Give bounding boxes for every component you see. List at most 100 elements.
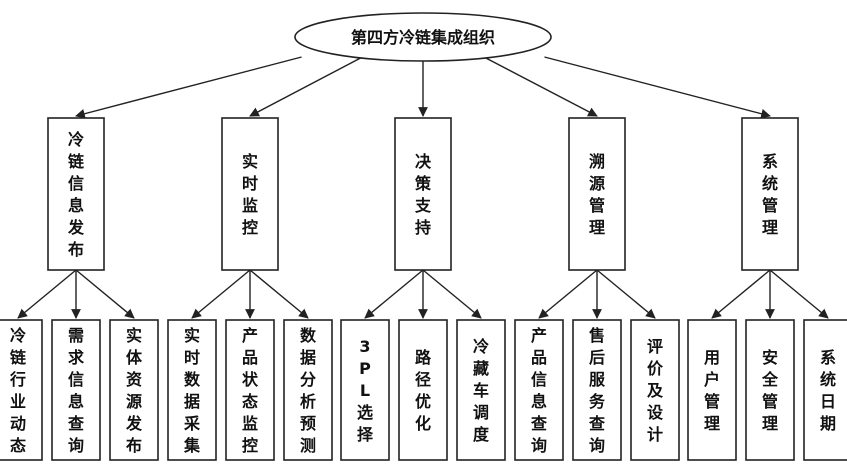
function-label-char: 时 bbox=[184, 348, 200, 367]
function-label-char: 产 bbox=[531, 326, 547, 345]
edge-module-to-function bbox=[17, 269, 77, 319]
edge-module-to-function bbox=[75, 269, 135, 319]
edge-module-to-function bbox=[249, 269, 309, 319]
function-label-char: 统 bbox=[820, 370, 836, 389]
function-label-char: 冷 bbox=[473, 337, 489, 356]
edge-module-to-function bbox=[191, 269, 251, 319]
edge-module-to-function bbox=[364, 269, 424, 319]
edge-root-to-module bbox=[249, 56, 363, 117]
module-node-shape bbox=[394, 117, 452, 271]
root-node-shape bbox=[294, 12, 552, 62]
function-label-char: 品 bbox=[242, 348, 258, 367]
module-label-char: 息 bbox=[68, 196, 84, 215]
function-label-char: 数 bbox=[184, 370, 201, 389]
function-label-char: 产 bbox=[242, 326, 258, 345]
function-label-char: 调 bbox=[473, 403, 489, 422]
module-label-char: 管 bbox=[589, 196, 605, 215]
function-label-char: 及 bbox=[647, 381, 664, 400]
function-label-char: 藏 bbox=[473, 359, 489, 378]
function-label-char: 发 bbox=[125, 414, 143, 433]
function-node-shape bbox=[687, 319, 737, 461]
function-label-char: 选 bbox=[357, 403, 373, 422]
function-label-char: 控 bbox=[242, 436, 258, 455]
function-label-char: 3 bbox=[359, 337, 370, 356]
function-label-char: 信 bbox=[68, 370, 84, 389]
function-label-char: 务 bbox=[589, 392, 606, 411]
function-node-shape bbox=[0, 319, 43, 461]
module-label-char: 溯 bbox=[589, 152, 605, 171]
module-label-char: 信 bbox=[68, 174, 84, 193]
module-label-char: 管 bbox=[762, 196, 778, 215]
function-label-char: 路 bbox=[415, 348, 432, 367]
function-label-char: 评 bbox=[647, 337, 663, 356]
function-label-char: 据 bbox=[300, 348, 316, 367]
module-label-char: 监 bbox=[242, 196, 258, 215]
function-label-char: 布 bbox=[126, 436, 142, 455]
edge-module-to-function bbox=[769, 269, 829, 319]
function-label-char: 采 bbox=[183, 414, 200, 433]
function-label-char: 管 bbox=[762, 392, 778, 411]
function-label-char: 信 bbox=[531, 370, 547, 389]
function-label-char: 业 bbox=[10, 392, 26, 411]
function-label-char: 安 bbox=[762, 348, 778, 367]
function-label-char: 优 bbox=[415, 392, 431, 411]
function-label-char: 询 bbox=[589, 436, 605, 455]
function-label-char: 实 bbox=[126, 326, 142, 345]
edge-module-to-function bbox=[422, 269, 482, 319]
function-label-char: 源 bbox=[126, 392, 142, 411]
edge-root-to-module bbox=[544, 56, 771, 119]
module-label-char: 理 bbox=[762, 218, 778, 237]
function-label-char: 度 bbox=[473, 425, 490, 444]
function-label-char: 择 bbox=[357, 425, 374, 444]
function-label-char: 理 bbox=[762, 414, 778, 433]
module-label-char: 源 bbox=[589, 174, 605, 193]
edge-module-to-function bbox=[538, 269, 598, 319]
function-label-char: 息 bbox=[531, 392, 547, 411]
function-label-char: 析 bbox=[300, 392, 316, 411]
function-label-char: 状 bbox=[242, 370, 259, 389]
module-label-char: 实 bbox=[242, 152, 258, 171]
module-node-shape bbox=[47, 117, 105, 271]
function-label-char: 车 bbox=[473, 381, 489, 400]
function-label-char: 态 bbox=[242, 392, 258, 411]
module-label-char: 链 bbox=[68, 152, 85, 171]
function-label-char: 用 bbox=[704, 348, 720, 367]
function-label-char: 预 bbox=[300, 414, 316, 433]
function-label-char: 理 bbox=[704, 414, 720, 433]
function-node-shape bbox=[51, 319, 101, 461]
function-label-char: 日 bbox=[820, 392, 836, 411]
function-label-char: 询 bbox=[68, 436, 84, 455]
function-label-char: 系 bbox=[820, 348, 836, 367]
function-node-shape bbox=[109, 319, 159, 461]
function-label-char: 查 bbox=[68, 414, 84, 433]
function-label-char: 资 bbox=[126, 370, 142, 389]
module-label-char: 布 bbox=[68, 240, 84, 259]
module-label-char: 决 bbox=[415, 152, 432, 171]
function-label-char: 价 bbox=[647, 359, 664, 378]
function-label-char: 后 bbox=[589, 348, 605, 367]
module-label-char: 持 bbox=[415, 218, 431, 237]
module-node-shape bbox=[741, 117, 799, 271]
function-node-shape bbox=[283, 319, 333, 461]
function-label-char: 体 bbox=[126, 348, 143, 367]
function-label-char: 计 bbox=[647, 425, 663, 444]
function-label-char: 实 bbox=[184, 326, 200, 345]
root-node-label: 第四方冷链集成组织 bbox=[351, 28, 495, 47]
edge-module-to-function bbox=[711, 269, 771, 319]
function-node-shape bbox=[630, 319, 680, 461]
function-label-char: 查 bbox=[531, 414, 547, 433]
function-label-char: 链 bbox=[10, 348, 27, 367]
